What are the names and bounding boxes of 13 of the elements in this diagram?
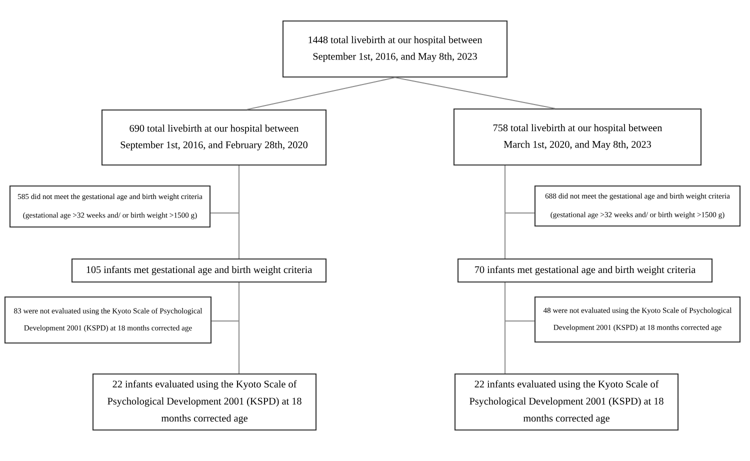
process-box: 690 total livebirth at our hospital between September 1st, 2016, and February 28th, 2020 — [101, 109, 327, 166]
connector-line — [210, 165, 240, 214]
process-box: 105 infants met gestational age and birth weight criteria — [71, 258, 327, 283]
process-box: 70 infants met gestational age and birth weight criteria — [457, 258, 713, 283]
connector-line — [246, 77, 396, 110]
connector-line — [504, 282, 535, 322]
process-box: 22 infants evaluated using the Kyoto Scale of Psychological Development 2001 (KSPD) at 18 months corrected age — [454, 373, 679, 431]
process-box: 1448 total livebirth at our hospital between September 1st, 2016, and May 8th, 2023 — [282, 20, 508, 78]
process-box: 758 total livebirth at our hospital between March 1st, 2020, and May 8th, 2023 — [453, 108, 702, 166]
process-box: 22 infants evaluated using the Kyoto Scale of Psychological Development 2001 (KSPD) at 18 months corrected age — [92, 373, 317, 431]
connector-line — [504, 165, 535, 214]
connector-line — [394, 77, 556, 109]
connector-line — [211, 282, 240, 322]
